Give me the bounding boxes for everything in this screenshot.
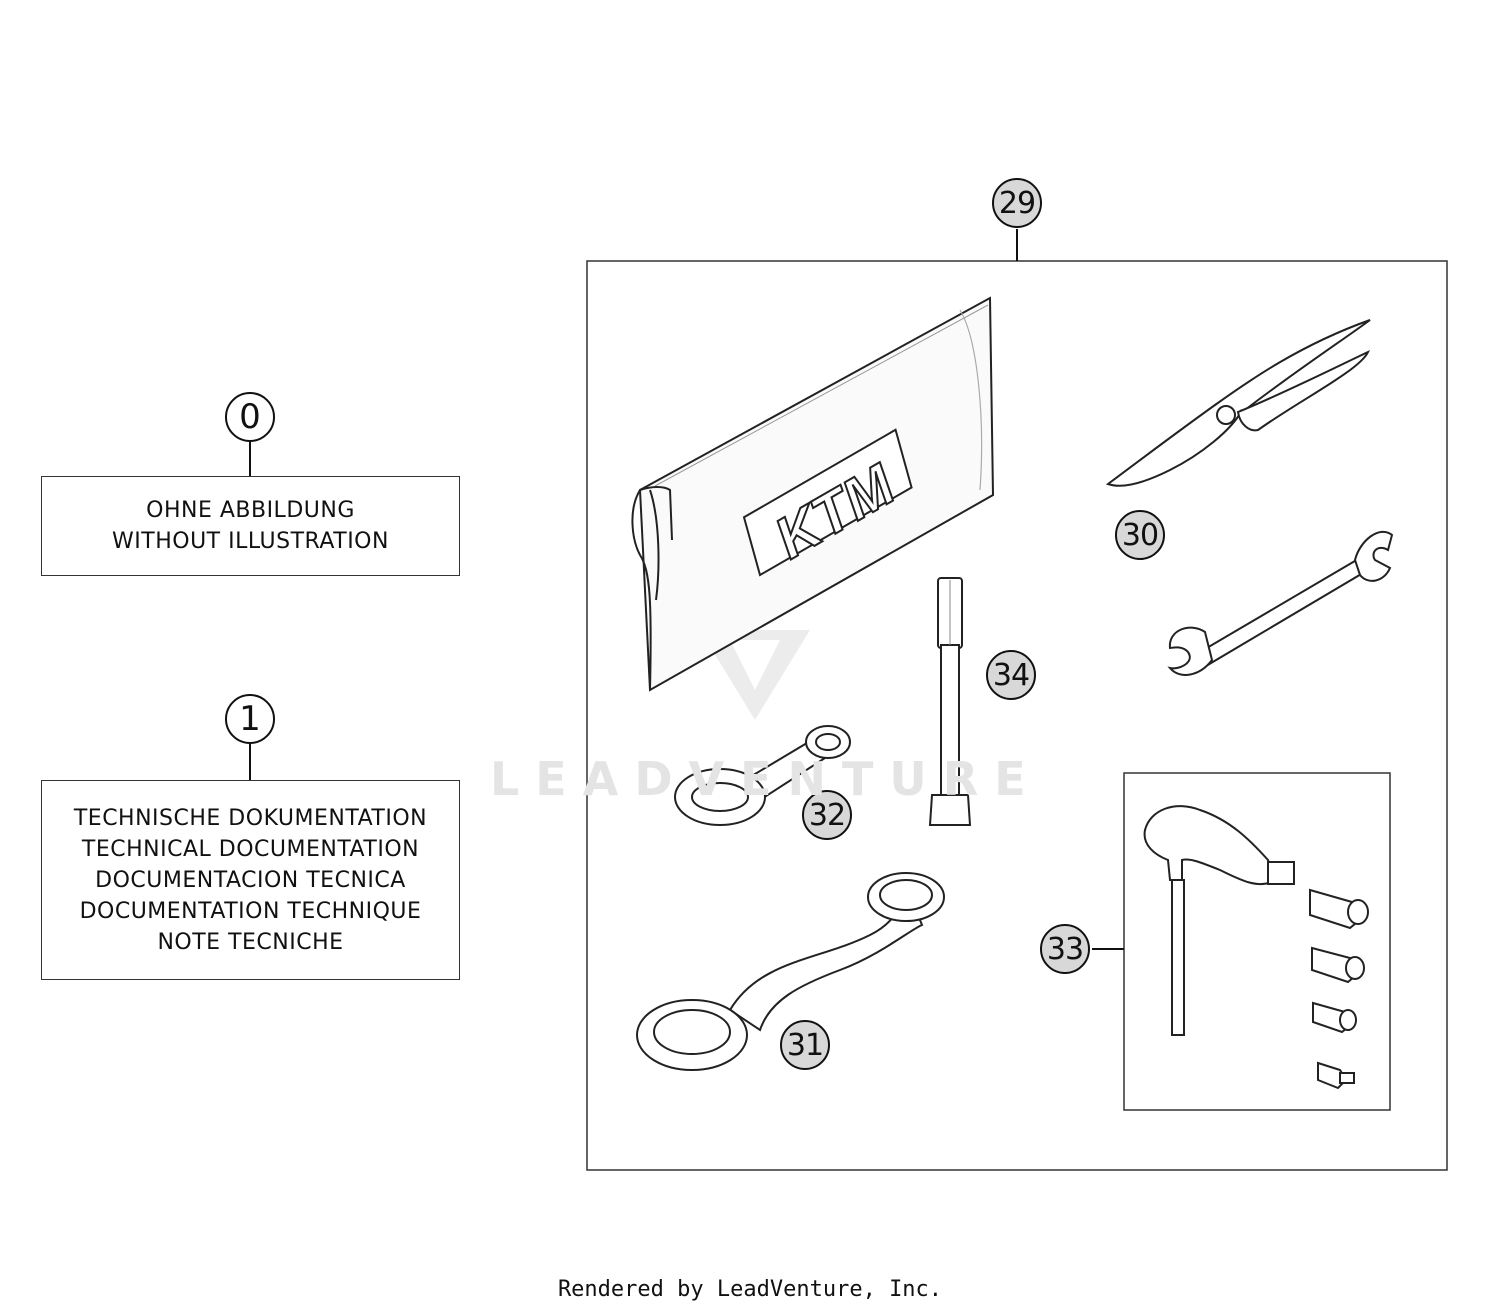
box1-line5: NOTE TECNICHE bbox=[157, 929, 344, 955]
watermark-text: LEADVENTURE bbox=[490, 752, 1042, 806]
t-handle-hex-key-illustration bbox=[1143, 805, 1295, 1036]
without-illustration-box: OHNE ABBILDUNG WITHOUT ILLUSTRATION bbox=[41, 476, 460, 576]
technical-documentation-box: TECHNISCHE DOKUMENTATION TECHNICAL DOCUM… bbox=[41, 780, 460, 980]
box1-line2: TECHNICAL DOCUMENTATION bbox=[81, 836, 420, 862]
callout-29[interactable]: 29 bbox=[992, 178, 1042, 228]
callout-31[interactable]: 31 bbox=[780, 1020, 830, 1070]
callout-34[interactable]: 34 bbox=[986, 650, 1036, 700]
hex-key-set-frame bbox=[1123, 772, 1391, 1111]
box0-line1: OHNE ABBILDUNG bbox=[146, 498, 355, 523]
box1-line1: TECHNISCHE DOKUMENTATION bbox=[73, 805, 428, 831]
callout-0[interactable]: 0 bbox=[225, 392, 275, 442]
hex-sockets-illustration bbox=[1309, 888, 1369, 1090]
box1-line3: DOCUMENTACION TECNICA bbox=[95, 867, 406, 893]
box1-line4: DOCUMENTATION TECHNIQUE bbox=[79, 898, 422, 924]
callout-33[interactable]: 33 bbox=[1040, 924, 1090, 974]
callout-1[interactable]: 1 bbox=[225, 694, 275, 744]
callout-30[interactable]: 30 bbox=[1115, 510, 1165, 560]
footer-credit: Rendered by LeadVenture, Inc. bbox=[557, 1277, 943, 1302]
open-end-wrench-illustration bbox=[1167, 530, 1394, 676]
box0-line2: WITHOUT ILLUSTRATION bbox=[112, 529, 389, 554]
small-ring-wrench-illustration bbox=[674, 725, 851, 826]
large-ring-wrench-illustration bbox=[636, 872, 945, 1071]
ktm-logo bbox=[742, 428, 913, 577]
spindle-tool-illustration bbox=[928, 577, 972, 826]
callout-32[interactable]: 32 bbox=[802, 790, 852, 840]
pliers-illustration bbox=[1105, 319, 1371, 487]
